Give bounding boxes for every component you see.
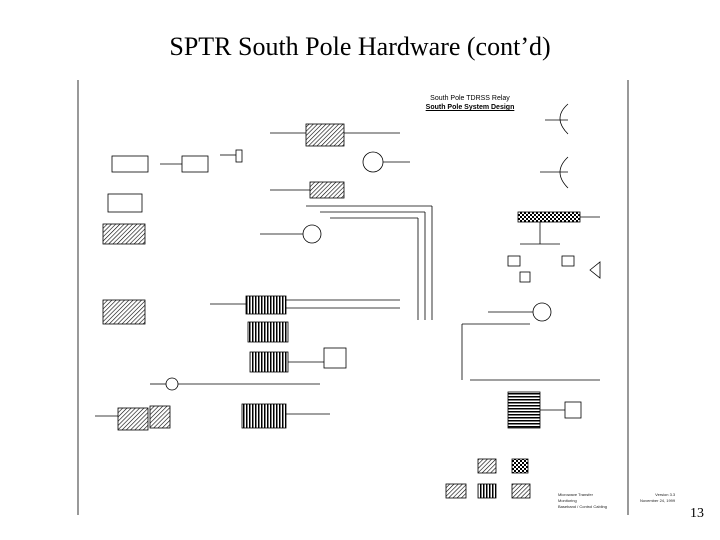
legend-line: Baseband / Control Cabling — [558, 504, 607, 509]
legend-line: Monitoring — [558, 498, 577, 503]
version-block: Version 3.3 November 24, 1999 — [640, 492, 675, 504]
diagram-title-block: South Pole TDRSS Relay South Pole System… — [415, 94, 525, 112]
page-number: 13 — [690, 506, 704, 521]
legend-block: Microwave Transfer Monitoring Baseband /… — [558, 492, 607, 510]
legend-line: Microwave Transfer — [558, 492, 593, 497]
diagram-title: South Pole TDRSS Relay — [430, 95, 510, 102]
diagram-subtitle: South Pole System Design — [425, 104, 515, 111]
slide-title: SPTR South Pole Hardware (cont’d) — [169, 32, 551, 61]
version-date: November 24, 1999 — [640, 498, 676, 503]
version-line: Version 3.3 — [655, 492, 676, 497]
